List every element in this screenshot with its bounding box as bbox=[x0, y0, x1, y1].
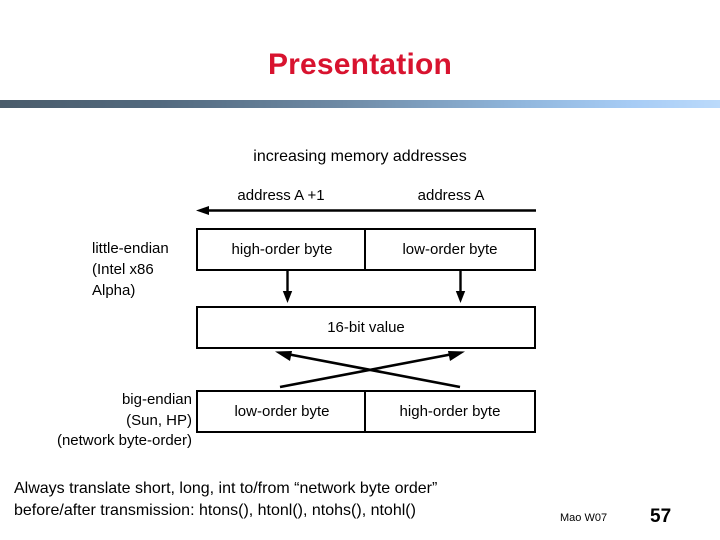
axis-caption: increasing memory addresses bbox=[253, 148, 467, 165]
body-text-line-2: before/after transmission: htons(), hton… bbox=[14, 502, 416, 519]
network-byte-order-label: (network byte-order) bbox=[56, 432, 192, 449]
big-endian-label-line2: (Sun, HP) bbox=[126, 412, 192, 429]
title-divider-rule bbox=[0, 100, 720, 108]
footer-author: Mao W07 bbox=[560, 512, 608, 524]
big-endian-label-line1: big-endian bbox=[121, 391, 192, 408]
sixteen-bit-value-box: 16-bit value bbox=[196, 306, 536, 349]
little-endian-cell-divider bbox=[364, 228, 366, 271]
body-text-line-1: Always translate short, long, int to/fro… bbox=[14, 480, 438, 497]
down-arrow-icon-high-byte bbox=[282, 271, 293, 303]
little-endian-label-line3: Alpha) bbox=[92, 282, 136, 299]
little-endian-label-line2: (Intel x86 bbox=[92, 261, 154, 278]
address-label-right: address A bbox=[417, 187, 485, 204]
page-title: Presentation bbox=[267, 48, 453, 81]
little-endian-byte-row: high-order byte low-order byte bbox=[196, 228, 536, 271]
little-endian-cell-0: high-order byte bbox=[231, 241, 333, 258]
little-endian-cell-1: low-order byte bbox=[402, 241, 498, 258]
big-endian-row-label: big-endian (Sun, HP) bbox=[12, 389, 192, 431]
footer-page-number: 57 bbox=[650, 506, 672, 527]
address-label-left: address A +1 bbox=[237, 187, 325, 204]
sixteen-bit-value-label: 16-bit value bbox=[327, 319, 405, 336]
big-endian-cell-1: high-order byte bbox=[399, 403, 501, 420]
increasing-address-arrow-icon bbox=[196, 206, 536, 215]
big-endian-cell-divider bbox=[364, 390, 366, 433]
body-text: Always translate short, long, int to/fro… bbox=[14, 478, 437, 522]
little-endian-label-line1: little-endian bbox=[92, 240, 169, 257]
big-endian-byte-row: low-order byte high-order byte bbox=[196, 390, 536, 433]
big-endian-cell-0: low-order byte bbox=[234, 403, 330, 420]
down-arrow-icon-low-byte bbox=[455, 271, 466, 303]
little-endian-row-label: little-endian (Intel x86 Alpha) bbox=[92, 238, 169, 301]
byte-swap-cross-arrows-icon bbox=[275, 351, 465, 389]
